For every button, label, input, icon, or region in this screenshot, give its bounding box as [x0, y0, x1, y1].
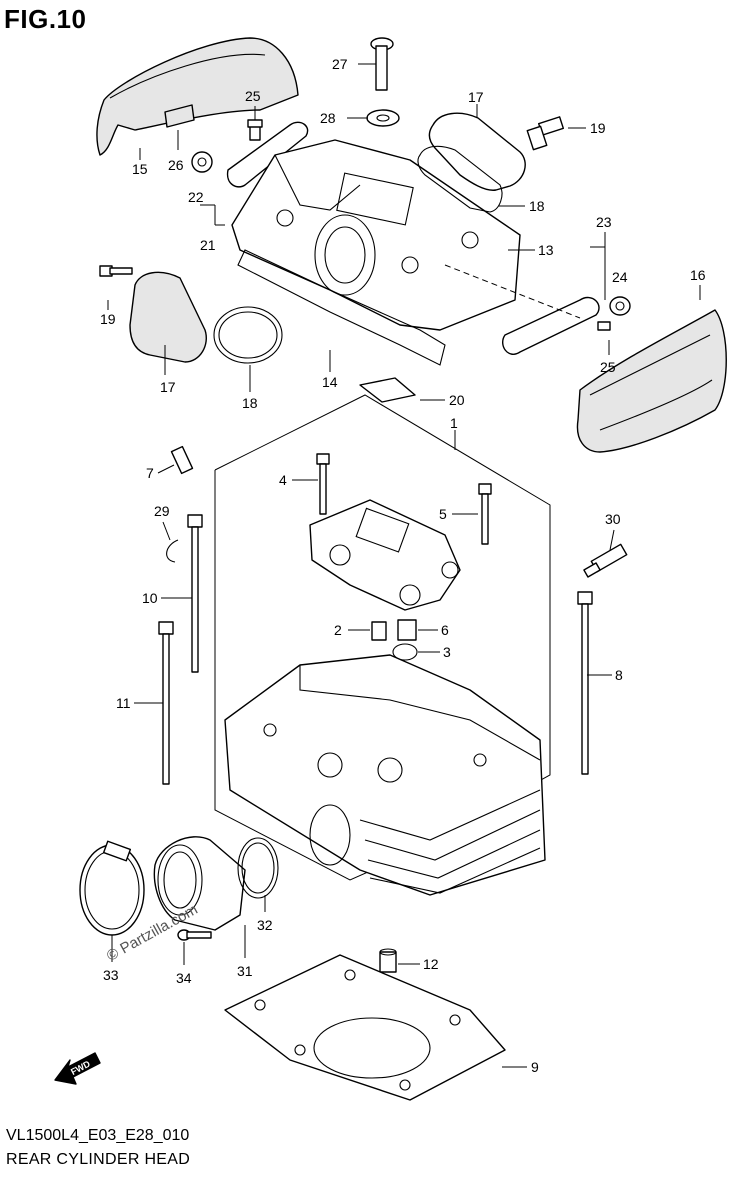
diagram-name: REAR CYLINDER HEAD — [6, 1151, 191, 1168]
callout-28: 28 — [320, 110, 336, 126]
leader-lines — [107, 63, 701, 1068]
callout-20: 20 — [449, 392, 465, 408]
part-16-head-cover-right — [576, 309, 727, 453]
part-11-long-bolt — [158, 621, 174, 785]
callout-9: 9 — [531, 1059, 539, 1075]
part-15-head-cover-left — [96, 37, 299, 156]
part-9-cylinder-head-gasket — [224, 954, 506, 1101]
callout-1: 1 — [450, 415, 458, 431]
part-32-oring — [237, 837, 279, 899]
callout-32: 32 — [257, 917, 273, 933]
callout-labels: 1 2 3 4 5 6 7 8 9 10 11 12 13 14 15 16 1… — [100, 56, 706, 1075]
callout-17b: 17 — [160, 379, 176, 395]
part-4-bolt — [316, 453, 330, 515]
part-25-bolt-top — [247, 119, 263, 141]
callout-22: 22 — [188, 189, 204, 205]
callout-18a: 18 — [529, 198, 545, 214]
part-15-edge — [109, 53, 266, 99]
part-33-clamp — [79, 840, 145, 936]
callout-17a: 17 — [468, 89, 484, 105]
callout-27: 27 — [332, 56, 348, 72]
callout-33: 33 — [103, 967, 119, 983]
callout-19a: 19 — [590, 120, 606, 136]
callout-23: 23 — [596, 214, 612, 230]
callout-11: 11 — [116, 695, 131, 711]
callout-25b: 25 — [600, 359, 616, 375]
callout-2: 2 — [334, 622, 342, 638]
callout-30: 30 — [605, 511, 621, 527]
part-2-dowel — [371, 621, 387, 641]
part-24-grommet — [609, 296, 631, 316]
part-25-bolt-right — [597, 321, 611, 331]
part-17-side-cover-top — [428, 112, 526, 191]
part-17-side-cover-left — [129, 271, 207, 363]
callout-15: 15 — [132, 161, 148, 177]
part-19-bolt-top — [526, 116, 565, 151]
callout-13: 13 — [538, 242, 554, 258]
part-7-plug — [170, 445, 194, 475]
callout-12: 12 — [423, 956, 439, 972]
callout-3: 3 — [443, 644, 451, 660]
callout-18b: 18 — [242, 395, 258, 411]
callout-14: 14 — [322, 374, 338, 390]
callout-21: 21 — [200, 237, 216, 253]
part-29-clip — [166, 539, 179, 563]
callout-24: 24 — [612, 269, 628, 285]
part-18-oring-left — [213, 306, 283, 364]
callout-26: 26 — [168, 157, 184, 173]
part-12-dowel — [379, 951, 397, 973]
callout-8: 8 — [615, 667, 623, 683]
callout-34: 34 — [176, 970, 192, 986]
part-18-oring-top — [417, 145, 503, 213]
part-27-bolt — [370, 37, 394, 91]
part-cylinder-head — [224, 654, 546, 896]
part-26-block — [164, 104, 195, 128]
diagram-code: VL1500L4_E03_E28_010 — [6, 1127, 190, 1144]
part-8-long-bolt — [577, 591, 593, 775]
callout-31: 31 — [237, 963, 253, 979]
part-6-dowel — [397, 619, 417, 641]
part-13-cylinder-head-cover — [231, 139, 521, 331]
callout-4: 4 — [279, 472, 287, 488]
callout-19b: 19 — [100, 311, 116, 327]
callout-29: 29 — [154, 503, 170, 519]
part-31-intake-pipe — [153, 836, 246, 931]
part-21-bracket — [226, 121, 309, 188]
part-3-oring — [392, 643, 418, 661]
part-19-bolt-left — [99, 265, 133, 277]
callout-16: 16 — [690, 267, 706, 283]
part-rocker-holder — [309, 499, 461, 611]
part-22-grommet — [191, 151, 213, 173]
callout-5: 5 — [439, 506, 447, 522]
callout-7: 7 — [146, 465, 154, 481]
part-34-screw — [177, 929, 212, 941]
part-5-bolt — [478, 483, 492, 545]
figure-title: FIG.10 — [4, 4, 87, 34]
part-30-spark-plug — [583, 543, 628, 578]
part-10-long-bolt — [187, 514, 203, 673]
part-20-gasket — [359, 377, 416, 403]
callout-6: 6 — [441, 622, 449, 638]
callout-10: 10 — [142, 590, 158, 606]
fwd-arrow-icon: FWD — [54, 1052, 101, 1085]
part-14-cover-gasket — [237, 249, 446, 366]
part-28-washer — [366, 109, 400, 127]
part-23-bracket-right — [502, 296, 600, 355]
callout-25a: 25 — [245, 88, 261, 104]
